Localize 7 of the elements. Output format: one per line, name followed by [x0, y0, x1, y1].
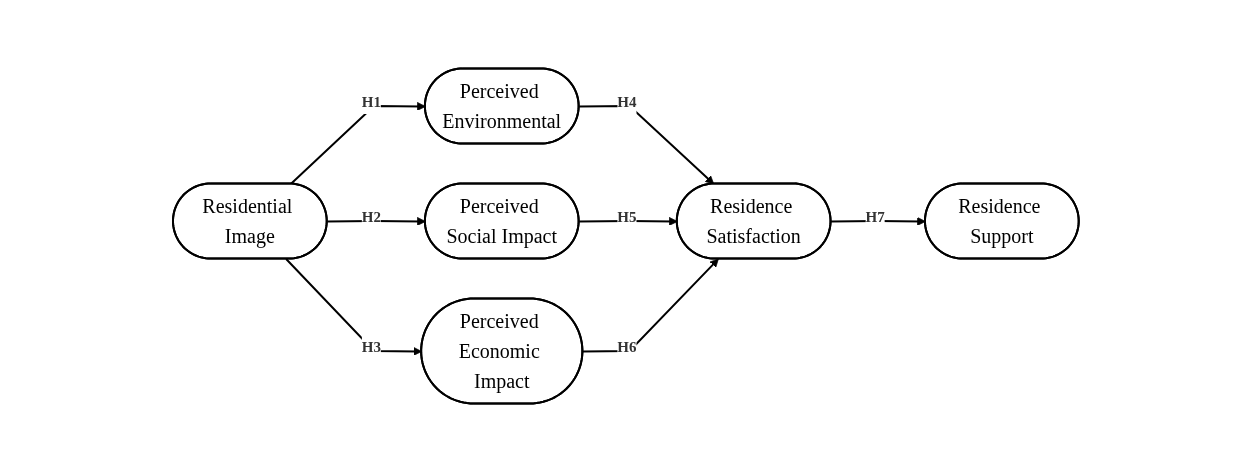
edge-label: H7	[865, 209, 885, 225]
edge-label: H6	[617, 339, 637, 355]
edge-label: H3	[361, 339, 381, 355]
edge-label: H1	[361, 94, 381, 110]
edge-label: H2	[361, 209, 381, 225]
edge-label: H5	[617, 209, 637, 225]
edge-label: H4	[617, 94, 637, 110]
